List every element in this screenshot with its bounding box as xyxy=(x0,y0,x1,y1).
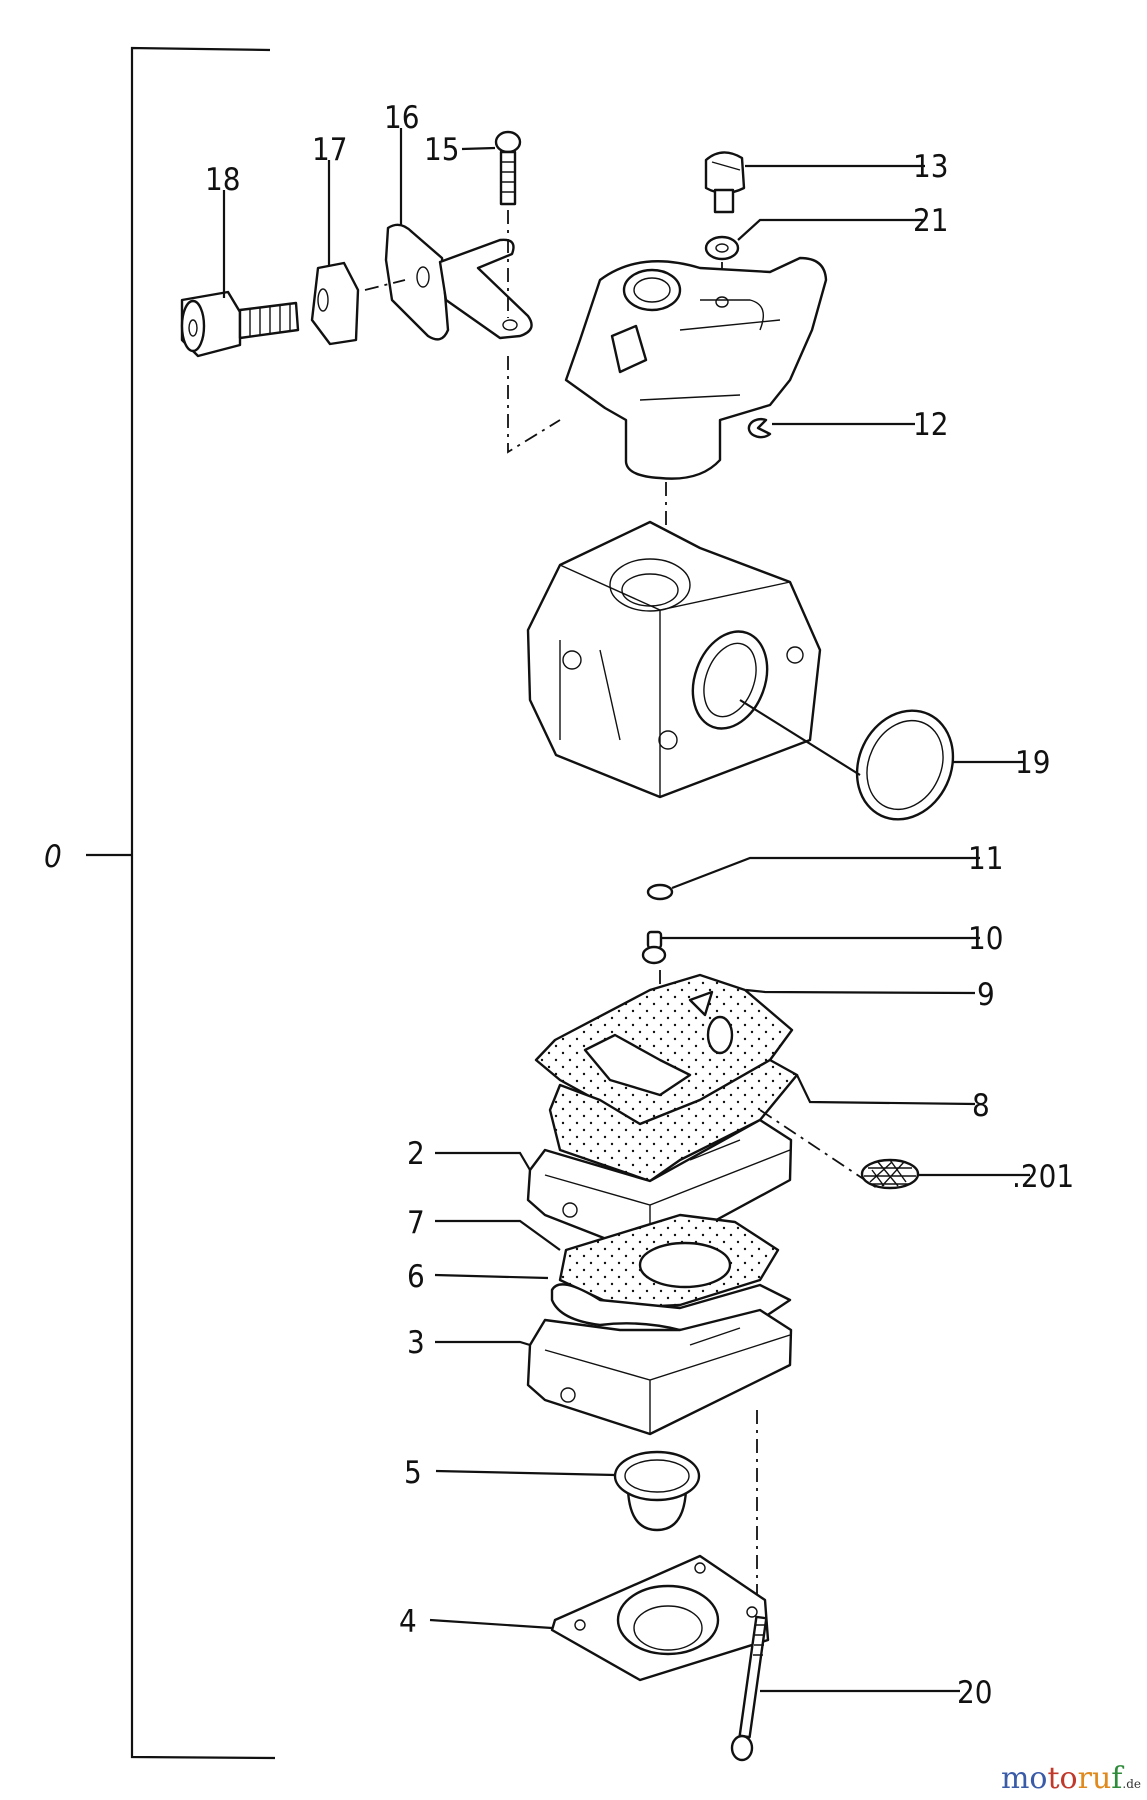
callout-6: 6 xyxy=(407,1259,425,1295)
part-19-seal-ring[interactable] xyxy=(739,695,970,835)
callout-3: 3 xyxy=(407,1325,425,1361)
callout-18: 18 xyxy=(205,162,240,198)
callout-201: .201 xyxy=(1012,1159,1074,1195)
carburetor-main-body xyxy=(526,520,822,799)
part-2-pump-body[interactable] xyxy=(526,1118,793,1258)
part-8-diaphragm-gasket[interactable] xyxy=(548,1058,881,1191)
part-5-primer-bulb[interactable] xyxy=(613,1450,701,1532)
callout-4: 4 xyxy=(399,1604,417,1640)
part-16-lever[interactable] xyxy=(364,223,533,341)
callout-9: 9 xyxy=(977,977,995,1013)
part-9-gasket[interactable] xyxy=(534,973,794,1126)
callout-19: 19 xyxy=(1015,745,1050,781)
callout-8: 8 xyxy=(972,1088,990,1124)
upper-carburetor-body xyxy=(564,256,828,650)
callout-13: 13 xyxy=(913,149,948,185)
callout-7: 7 xyxy=(407,1205,425,1241)
callout-labels: 18 17 16 15 13 21 12 19 11 10 9 8 .201 2… xyxy=(205,100,1074,1711)
callout-11: 11 xyxy=(968,841,1003,877)
callout-16: 16 xyxy=(384,100,419,136)
part-12-clip[interactable] xyxy=(747,417,772,439)
assembly-bracket: 0 xyxy=(44,46,276,1760)
part-3-metering-body[interactable] xyxy=(526,1308,793,1606)
part-10-valve-seat[interactable] xyxy=(641,930,667,1060)
part-7-gasket[interactable] xyxy=(558,1213,780,1310)
callout-2: 2 xyxy=(407,1136,425,1172)
part-11-o-ring[interactable] xyxy=(646,883,674,901)
part-20-screw[interactable] xyxy=(730,1615,768,1762)
callout-10: 10 xyxy=(968,921,1003,957)
part-13-adjusting-screw[interactable] xyxy=(704,151,746,214)
part-18-hose-fitting[interactable] xyxy=(180,290,300,358)
callout-5: 5 xyxy=(404,1455,422,1491)
part-4-cover[interactable] xyxy=(550,1554,770,1682)
callout-20: 20 xyxy=(957,1675,992,1711)
motoruf-watermark: motoruf.de xyxy=(1000,1761,1141,1796)
part-15-screw[interactable] xyxy=(494,130,561,454)
leader-lines xyxy=(222,128,1030,1693)
part-201-filter-screen[interactable] xyxy=(860,1158,920,1190)
group-label: 0 xyxy=(44,839,62,875)
part-17-nut[interactable] xyxy=(310,261,360,346)
callout-17: 17 xyxy=(312,132,347,168)
callout-12: 12 xyxy=(913,407,948,443)
callout-21: 21 xyxy=(913,203,948,239)
callout-15: 15 xyxy=(424,132,459,168)
